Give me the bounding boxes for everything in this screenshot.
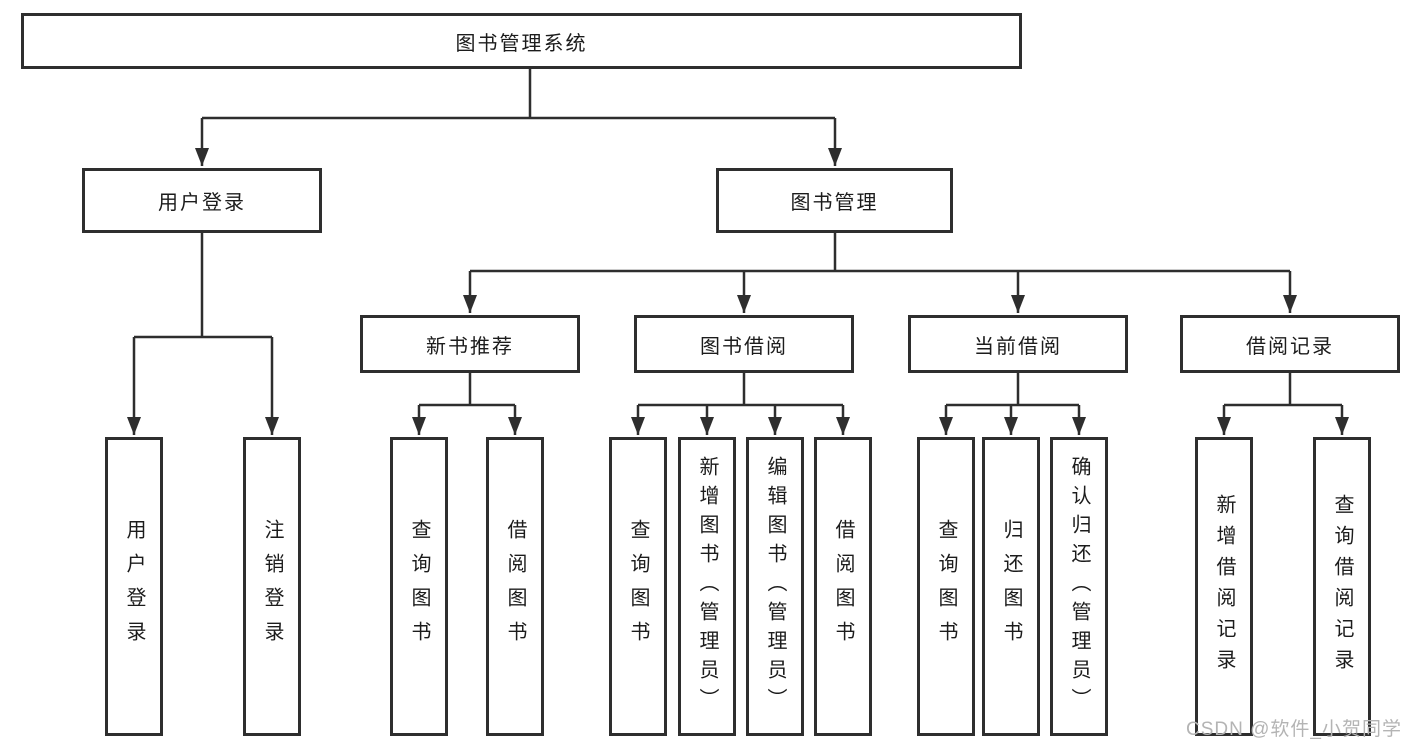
node-return-books-label: 归还图书	[1000, 518, 1022, 655]
node-root-label: 图书管理系统	[455, 32, 588, 55]
node-logout: 注销登录	[243, 437, 301, 736]
node-login: 用户登录	[105, 437, 163, 736]
node-logout-label: 注销登录	[261, 518, 283, 655]
node-borrow-books-recommend-label: 借阅图书	[504, 518, 526, 655]
node-add-borrow-record-label: 新增借阅记录	[1213, 493, 1235, 680]
node-new-book-recommend-label: 新书推荐	[426, 335, 514, 358]
node-query-books-recommend-label: 查询图书	[408, 518, 430, 655]
node-book-borrowing: 图书借阅	[634, 315, 854, 373]
node-confirm-return-admin: 确认归还（管理员）	[1050, 437, 1108, 736]
node-borrow-books-2-label: 借阅图书	[832, 518, 854, 655]
node-return-books: 归还图书	[982, 437, 1040, 736]
node-query-books-current: 查询图书	[917, 437, 975, 736]
node-login-label: 用户登录	[123, 518, 145, 655]
node-book-management: 图书管理	[716, 168, 953, 233]
node-book-borrowing-label: 图书借阅	[700, 335, 788, 358]
node-borrowing-records: 借阅记录	[1180, 315, 1400, 373]
node-query-books-recommend: 查询图书	[390, 437, 448, 736]
node-user-login-label: 用户登录	[158, 192, 246, 214]
node-current-borrowing-label: 当前借阅	[974, 335, 1062, 358]
node-add-borrow-record: 新增借阅记录	[1195, 437, 1253, 736]
node-root: 图书管理系统	[21, 13, 1022, 69]
node-add-book-admin: 新增图书（管理员）	[678, 437, 736, 736]
node-query-borrow-record: 查询借阅记录	[1313, 437, 1371, 736]
node-new-book-recommend: 新书推荐	[360, 315, 580, 373]
node-query-books-current-label: 查询图书	[935, 518, 957, 655]
node-borrowing-records-label: 借阅记录	[1246, 335, 1334, 358]
node-borrow-books-recommend: 借阅图书	[486, 437, 544, 736]
node-query-books-borrow-label: 查询图书	[627, 518, 649, 655]
node-query-books-borrow: 查询图书	[609, 437, 667, 736]
node-add-book-admin-label: 新增图书（管理员）	[696, 456, 718, 717]
node-current-borrowing: 当前借阅	[908, 315, 1128, 373]
node-user-login: 用户登录	[82, 168, 322, 233]
node-confirm-return-admin-label: 确认归还（管理员）	[1068, 456, 1090, 717]
node-book-management-label: 图书管理	[790, 192, 879, 214]
node-borrow-books-2: 借阅图书	[814, 437, 872, 736]
csdn-watermark: CSDN @软件_小贺同学	[1186, 719, 1402, 740]
node-query-borrow-record-label: 查询借阅记录	[1331, 493, 1353, 680]
node-edit-book-admin: 编辑图书（管理员）	[746, 437, 804, 736]
node-edit-book-admin-label: 编辑图书（管理员）	[764, 456, 786, 717]
